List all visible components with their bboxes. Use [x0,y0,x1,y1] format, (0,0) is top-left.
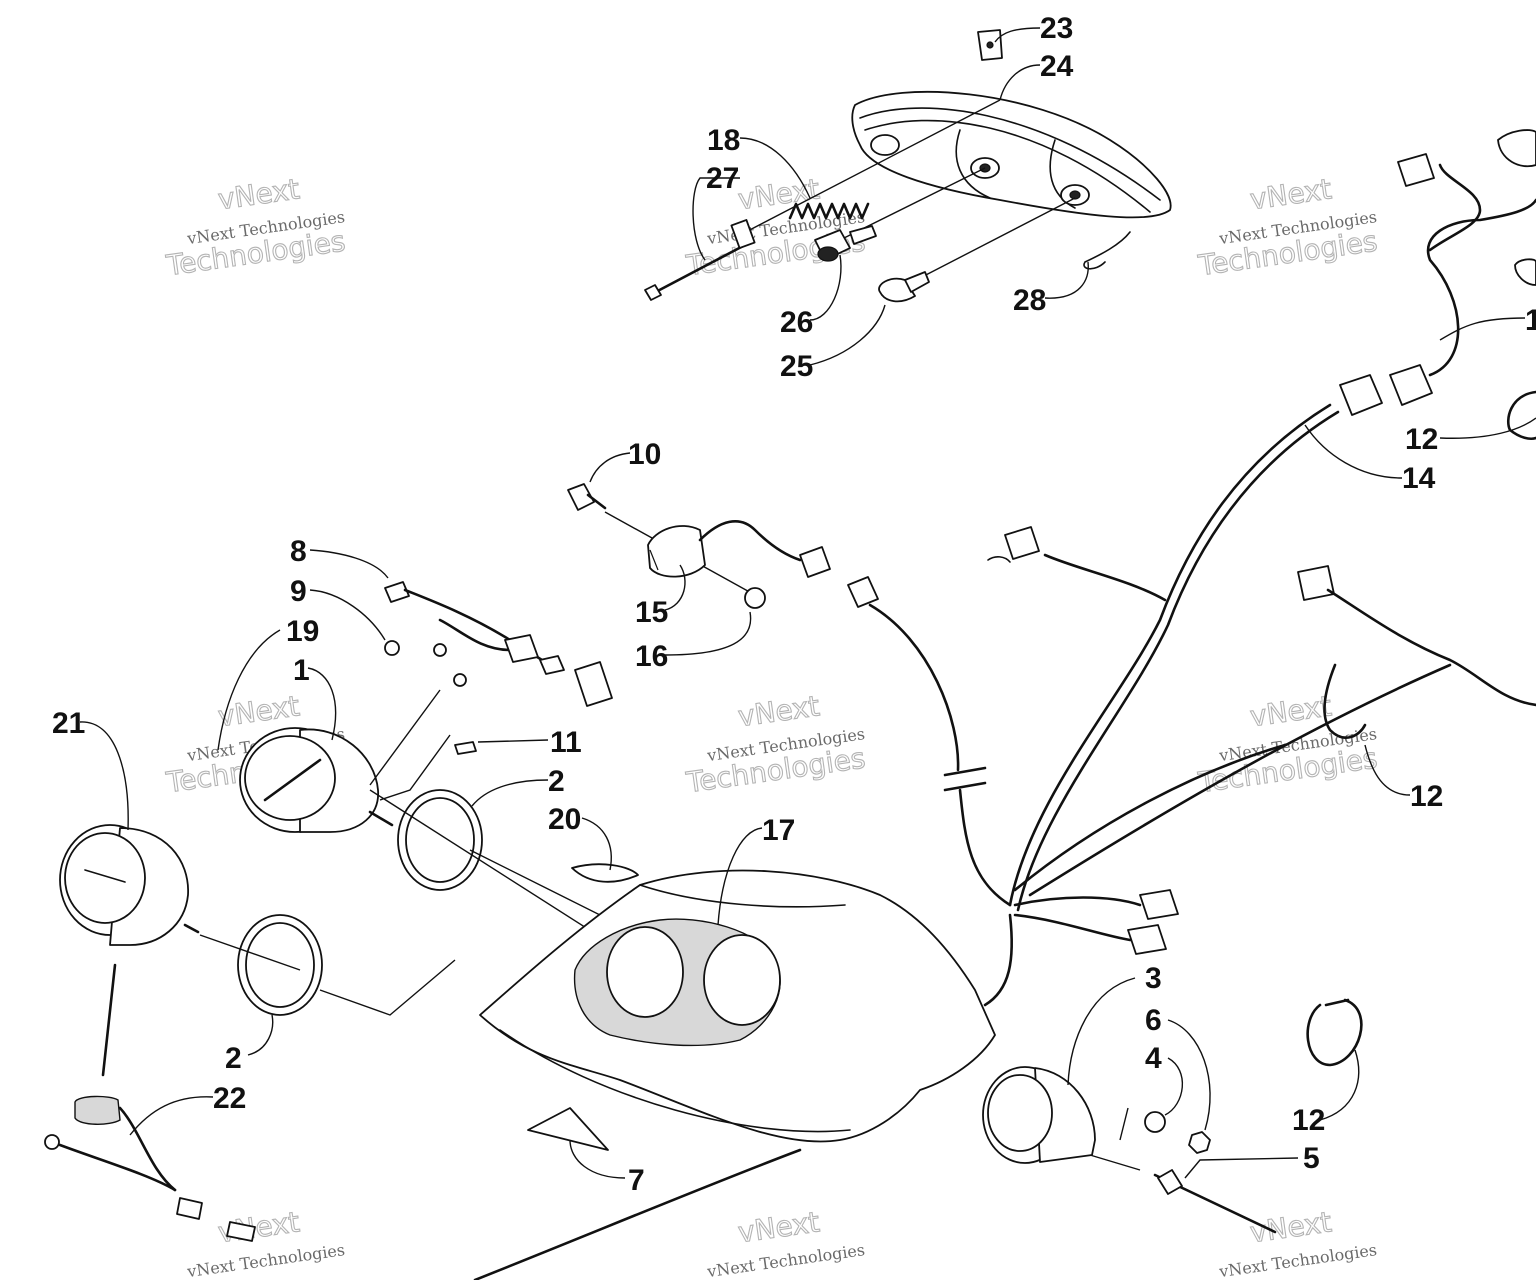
callout-12-middle: 12 [1410,780,1443,813]
callout-6: 6 [1145,1004,1162,1037]
callout-5: 5 [1303,1142,1320,1175]
gauges [44,581,771,1242]
svg-text:vNext: vNext [736,1205,822,1249]
dash-panel [473,869,996,1280]
callout-23: 23 [1040,12,1073,45]
svg-text:vNext: vNext [1248,172,1334,216]
watermark: vNext vNext Technologies Technologies [163,172,348,283]
callout-13-partial: 1 [1525,304,1536,337]
main-wiring-harness [983,129,1536,1007]
callout-labels: 23 24 18 27 26 25 28 10 15 16 8 9 19 1 1… [52,12,1536,1197]
svg-text:vNext Technologies: vNext Technologies [1217,1240,1378,1280]
callout-12-lower: 12 [1292,1104,1325,1137]
callout-28: 28 [1013,284,1046,317]
callout-3: 3 [1145,962,1162,995]
callout-14: 14 [1402,462,1436,495]
callout-25: 25 [780,350,813,383]
svg-text:vNext: vNext [216,172,302,216]
callout-16: 16 [635,640,668,673]
callout-20: 20 [548,803,581,836]
svg-text:vNext Technologies: vNext Technologies [705,1240,866,1280]
callout-11: 11 [550,726,582,759]
headlight-assembly [644,29,1172,303]
callout-21: 21 [52,707,85,740]
callout-22: 22 [213,1082,246,1115]
callout-2-lower: 2 [225,1042,242,1075]
svg-text:vNext: vNext [216,689,302,733]
watermark: vNext vNext Technologies [185,1205,346,1280]
temperature-gauge [982,390,1536,1234]
callout-9: 9 [290,575,307,608]
callout-15: 15 [635,596,668,629]
callout-18: 18 [707,124,740,157]
watermark: vNext vNext Technologies Technologies [683,689,868,800]
callout-8: 8 [290,535,307,568]
svg-text:vNext: vNext [1248,1205,1334,1249]
callout-10: 10 [628,438,661,471]
callout-12-upper: 12 [1405,423,1438,456]
watermark: vNext vNext Technologies [705,1205,866,1280]
callout-leaders [79,27,1536,1179]
callout-4: 4 [1145,1042,1162,1075]
callout-7: 7 [628,1164,645,1197]
callout-27: 27 [706,162,739,195]
callout-26: 26 [780,306,813,339]
handlebar-switch-assembly [567,483,1012,907]
callout-2-upper: 2 [548,765,565,798]
svg-text:vNext: vNext [736,689,822,733]
callout-19: 19 [286,615,319,648]
watermark: vNext vNext Technologies Technologies [1195,172,1380,283]
watermark: vNext vNext Technologies [1217,1205,1378,1280]
callout-1: 1 [293,654,310,687]
callout-24: 24 [1040,50,1074,83]
callout-17: 17 [762,814,795,847]
svg-text:vNext Technologies: vNext Technologies [185,1240,346,1280]
